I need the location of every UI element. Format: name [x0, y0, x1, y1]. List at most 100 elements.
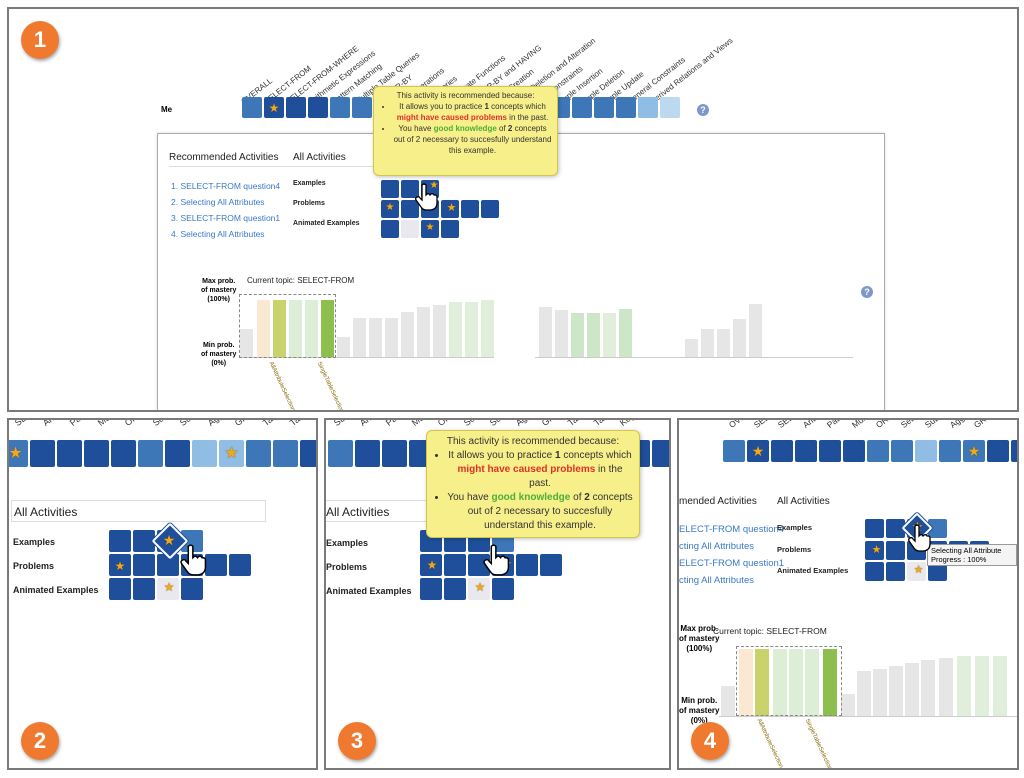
topic-header[interactable]: GRO	[971, 418, 994, 430]
activity-cell[interactable]	[865, 519, 884, 538]
activity-cell[interactable]	[492, 578, 514, 600]
topic-header[interactable]: Key	[617, 418, 637, 428]
activity-cell[interactable]	[461, 200, 479, 218]
activity-cell[interactable]	[540, 554, 562, 576]
activity-cell[interactable]	[133, 554, 155, 576]
topic-cell[interactable]	[660, 97, 680, 118]
topic-cell[interactable]	[219, 440, 244, 467]
topic-cell[interactable]	[57, 440, 82, 467]
topic-cell[interactable]	[382, 440, 407, 467]
topic-cell[interactable]	[308, 97, 328, 118]
topic-header[interactable]: Patte	[384, 420, 407, 428]
topic-header[interactable]: Multip	[95, 420, 120, 428]
activity-cell[interactable]	[420, 554, 442, 576]
topic-cell[interactable]	[939, 440, 961, 462]
topic-cell[interactable]	[138, 440, 163, 467]
activity-cell[interactable]	[468, 554, 490, 576]
activity-cell[interactable]	[401, 180, 419, 198]
activity-cell[interactable]	[420, 578, 442, 600]
tab-all-activities[interactable]: All Activities	[293, 152, 346, 163]
activity-cell[interactable]	[109, 578, 131, 600]
activity-cell[interactable]	[381, 220, 399, 238]
recommended-item-3[interactable]: 3. SELECT-FROM question1	[171, 213, 281, 223]
recommended-item-1[interactable]: ELECT-FROM question4	[679, 524, 785, 535]
activity-cell[interactable]	[865, 541, 884, 560]
topic-header[interactable]: Aggr	[947, 418, 968, 430]
topic-header[interactable]: Tabl	[591, 418, 612, 428]
topic-cell[interactable]	[273, 440, 298, 467]
activity-cell[interactable]	[381, 180, 399, 198]
activity-cell[interactable]	[928, 519, 947, 538]
topic-cell[interactable]	[594, 97, 614, 118]
recommended-item-1[interactable]: 1. SELECT-FROM question4	[171, 181, 281, 191]
topic-cell[interactable]	[616, 97, 636, 118]
topic-cell[interactable]	[300, 440, 316, 467]
activity-cell[interactable]	[157, 554, 179, 576]
activity-cell[interactable]	[133, 578, 155, 600]
topic-cell[interactable]	[330, 97, 350, 118]
topic-cell[interactable]	[987, 440, 1009, 462]
topic-cell[interactable]	[819, 440, 841, 462]
topic-cell[interactable]	[747, 440, 769, 462]
topic-cell[interactable]	[652, 440, 669, 467]
recommended-item-4[interactable]: 4. Selecting All Attributes	[171, 229, 265, 239]
topic-cell[interactable]	[572, 97, 592, 118]
topic-cell[interactable]	[891, 440, 913, 462]
activity-cell[interactable]	[444, 554, 466, 576]
help-icon[interactable]: ?	[697, 104, 709, 116]
topic-header[interactable]: Table	[260, 420, 283, 428]
recommended-item-3[interactable]: ELECT-FROM question1	[679, 558, 785, 569]
tab-all-activities[interactable]: All Activities	[14, 505, 78, 519]
topic-header[interactable]: Table	[566, 420, 589, 428]
topic-cell[interactable]	[963, 440, 985, 462]
activity-cell[interactable]	[229, 554, 251, 576]
activity-cell[interactable]	[109, 530, 131, 552]
topic-header[interactable]: Patte	[68, 420, 91, 428]
topic-cell[interactable]	[867, 440, 889, 462]
activity-cell[interactable]	[886, 541, 905, 560]
activity-cell[interactable]	[205, 554, 227, 576]
topic-header[interactable]: Multip	[849, 418, 874, 430]
topic-header[interactable]: GRO	[540, 420, 562, 428]
topic-cell[interactable]	[638, 97, 658, 118]
activity-cell[interactable]	[421, 220, 439, 238]
activity-cell[interactable]	[444, 578, 466, 600]
topic-cell[interactable]	[84, 440, 109, 467]
topic-cell[interactable]	[1011, 440, 1017, 462]
activity-cell[interactable]	[907, 562, 926, 581]
activity-cell[interactable]	[865, 562, 884, 581]
activity-cell[interactable]	[481, 200, 499, 218]
activity-cell[interactable]	[886, 562, 905, 581]
topic-cell[interactable]	[723, 440, 745, 462]
topic-header[interactable]: Patte	[824, 418, 847, 430]
topic-cell[interactable]	[795, 440, 817, 462]
recommended-item-2[interactable]: cting All Attributes	[679, 541, 754, 552]
activity-cell[interactable]	[109, 554, 131, 576]
topic-cell[interactable]	[771, 440, 793, 462]
topic-cell[interactable]	[111, 440, 136, 467]
topic-cell[interactable]	[843, 440, 865, 462]
activity-cell[interactable]	[181, 530, 203, 552]
topic-cell[interactable]	[246, 440, 271, 467]
activity-cell[interactable]	[401, 200, 419, 218]
topic-header[interactable]: Arithm	[800, 418, 826, 430]
activity-cell[interactable]	[886, 519, 905, 538]
activity-cell[interactable]	[441, 220, 459, 238]
topic-header[interactable]: Set O	[150, 420, 174, 428]
topic-header[interactable]: ORD	[123, 420, 145, 428]
topic-header[interactable]: SELE	[751, 418, 775, 430]
topic-header[interactable]: Sub	[487, 418, 507, 428]
topic-header[interactable]: SELE	[775, 418, 800, 430]
topic-cell[interactable]	[30, 440, 55, 467]
topic-header[interactable]: ORD	[436, 420, 458, 428]
topic-header[interactable]: GRO	[233, 420, 255, 428]
topic-cell[interactable]	[9, 440, 28, 467]
activity-cell[interactable]	[928, 562, 947, 581]
topic-cell[interactable]	[286, 97, 306, 118]
activity-cell[interactable]	[516, 554, 538, 576]
topic-header[interactable]: Subq	[922, 418, 945, 430]
topic-cell[interactable]	[242, 97, 262, 118]
topic-header[interactable]: Tabl	[287, 418, 308, 428]
topic-header[interactable]: Aggre	[514, 420, 539, 428]
topic-header[interactable]: Arithm	[358, 420, 385, 428]
